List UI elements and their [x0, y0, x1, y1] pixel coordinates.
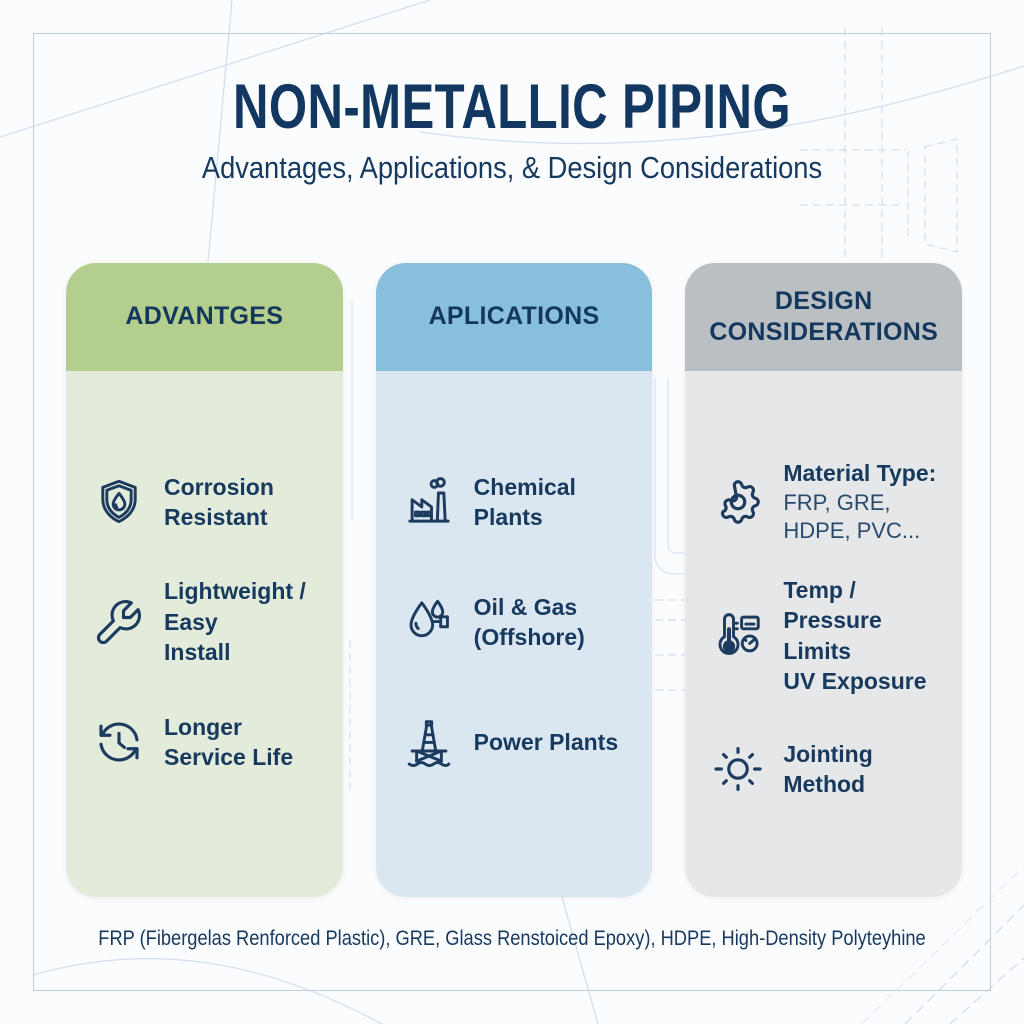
- page-title: NON-METALLIC PIPING: [233, 72, 791, 142]
- list-item: Material Type: FRP, GRE, HDPE, PVC...: [711, 455, 944, 549]
- list-item: Power Plants: [402, 695, 635, 789]
- design-considerations-header: DESIGN CONSIDERATIONS: [685, 263, 963, 371]
- list-item: Longer Service Life: [92, 695, 325, 789]
- item-label: Jointing Method: [783, 741, 873, 798]
- advantages-header-label: ADVANTGES: [125, 302, 284, 331]
- item-label: Temp / Pressure Limits UV Exposure: [783, 577, 927, 695]
- factory-icon: [402, 475, 456, 529]
- list-item: Temp / Pressure Limits UV Exposure: [711, 575, 944, 696]
- sun-icon: [711, 742, 765, 796]
- gear-icon: [711, 475, 765, 529]
- page-subtitle: Advantages, Applications, & Design Consi…: [201, 150, 823, 185]
- advantages-header: ADVANTGES: [66, 263, 343, 371]
- column-design-considerations: DESIGN CONSIDERATIONS Material Type: FRP…: [685, 263, 963, 897]
- item-label-group: Material Type: FRP, GRE, HDPE, PVC...: [783, 458, 944, 546]
- applications-body: Chemical Plants Oil & Gas (Offshore): [375, 371, 653, 897]
- list-item: Oil & Gas (Offshore): [402, 575, 635, 669]
- shield-droplet-icon: [92, 475, 146, 529]
- applications-header: APLICATIONS: [375, 263, 653, 371]
- design-considerations-body: Material Type: FRP, GRE, HDPE, PVC...: [685, 371, 963, 897]
- list-item: Jointing Method: [711, 722, 944, 816]
- item-label: Lightweight / Easy Install: [164, 578, 306, 666]
- item-label: Chemical Plants: [473, 473, 576, 530]
- item-label: Material Type:: [783, 460, 937, 487]
- advantages-body: Corrosion Resistant Lightweight / Easy I…: [66, 371, 343, 897]
- column-advantages: ADVANTGES Corrosion Resistant: [66, 263, 343, 897]
- item-label: Longer Service Life: [164, 713, 294, 770]
- columns: ADVANTGES Corrosion Resistant: [66, 263, 963, 897]
- item-label: Corrosion Resistant: [164, 473, 274, 530]
- wrench-icon: [92, 595, 146, 649]
- thermometer-gauge-icon: [711, 609, 765, 663]
- list-item: Lightweight / Easy Install: [92, 575, 325, 669]
- item-label: Power Plants: [473, 728, 619, 755]
- item-label: Oil & Gas (Offshore): [473, 593, 585, 650]
- list-item: Chemical Plants: [402, 455, 635, 549]
- oil-drop-icon: [402, 595, 456, 649]
- clock-cycle-icon: [92, 715, 146, 769]
- applications-header-label: APLICATIONS: [428, 302, 600, 331]
- footer-note: FRP (Fibergelas Renforced Plastic), GRE,…: [98, 926, 926, 950]
- list-item: Corrosion Resistant: [92, 455, 325, 549]
- column-applications: APLICATIONS Chemical Plants: [375, 263, 653, 897]
- oil-rig-icon: [402, 715, 456, 769]
- design-considerations-header-label: DESIGN CONSIDERATIONS: [709, 286, 939, 346]
- item-sublabel: FRP, GRE, HDPE, PVC...: [783, 489, 921, 544]
